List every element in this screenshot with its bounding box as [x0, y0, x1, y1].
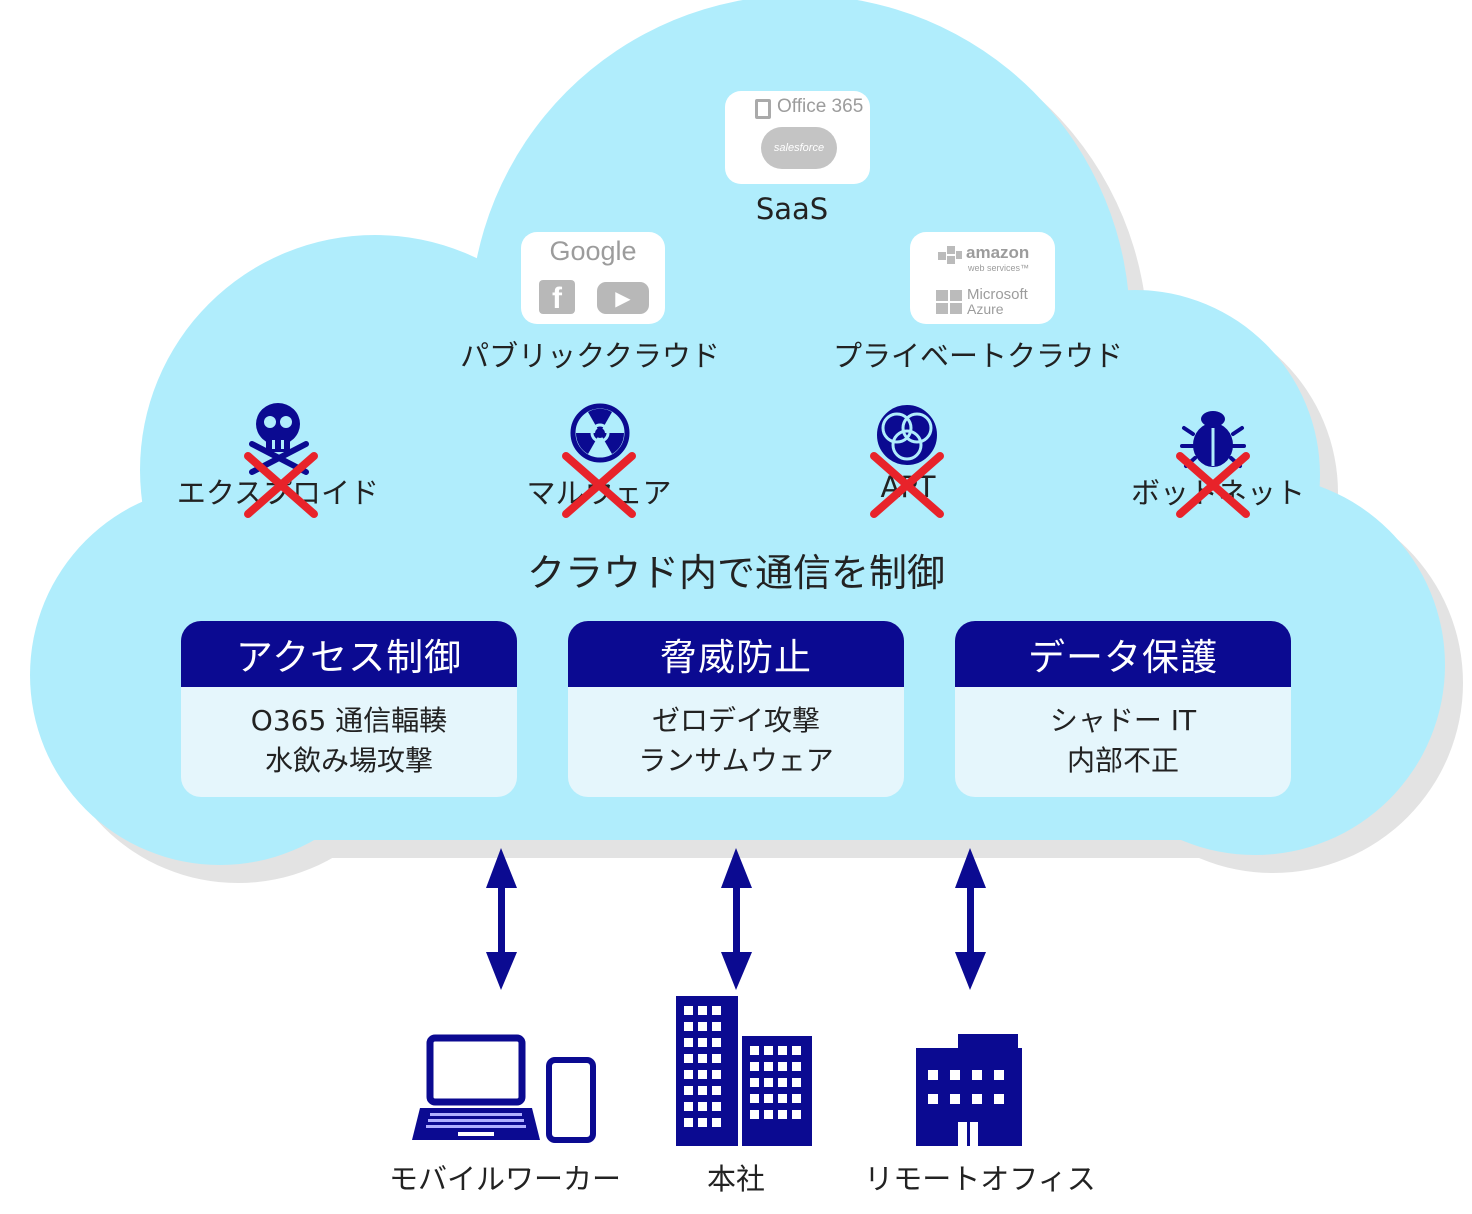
panel-threat-prevention: 脅威防止 ゼロデイ攻撃 ランサムウェア — [568, 621, 904, 797]
saas-logo-box: Office 365 salesforce — [725, 91, 870, 184]
aws-cubes-icon — [938, 246, 962, 268]
cloud-heading: クラウド内で通信を制御 — [526, 551, 945, 595]
endpoint-label-remote: リモートオフィス — [864, 1162, 1096, 1196]
panel-line: O365 通信輻輳 — [250, 704, 448, 737]
saas-label: SaaS — [755, 192, 829, 226]
microsoft-logo-text: Microsoft — [967, 286, 1028, 303]
panel-title: データ保護 — [955, 621, 1291, 687]
panel-line: 内部不正 — [1066, 744, 1179, 777]
facebook-icon: f — [539, 280, 575, 315]
panel-data-protection: データ保護 シャドー IT 内部不正 — [955, 621, 1291, 797]
panel-title: 脅威防止 — [568, 621, 904, 687]
web-services-logo-text: web services™ — [968, 263, 1030, 273]
panel-line: 水飲み場攻撃 — [264, 744, 433, 777]
public-cloud-logo-box: Google f ▶ — [521, 232, 665, 324]
azure-logo-text: Azure — [967, 301, 1004, 317]
panel-line: ゼロデイ攻撃 — [651, 704, 820, 737]
windows-icon — [936, 290, 962, 314]
private-cloud-logo-box: amazon web services™ Microsoft Azure — [910, 232, 1055, 324]
private-cloud-label: プライベートクラウド — [832, 339, 1123, 373]
panel-line: ランサムウェア — [638, 744, 834, 777]
google-logo-text: Google — [549, 236, 637, 266]
salesforce-logo-text: salesforce — [773, 142, 825, 154]
panel-title: アクセス制御 — [181, 621, 517, 687]
salesforce-cloud-icon — [761, 127, 837, 169]
threat-label-botnet: ボットネット — [1130, 476, 1306, 510]
threat-label-malware: マルウェア — [526, 476, 672, 510]
youtube-icon: ▶ — [597, 282, 649, 314]
threat-label-exploit: エクスプロイド — [176, 476, 380, 510]
endpoint-label-mobile: モバイルワーカー — [388, 1162, 621, 1196]
public-cloud-label: パブリッククラウド — [460, 339, 720, 373]
threat-label-apt: APT — [880, 470, 936, 504]
amazon-logo-text: amazon — [966, 243, 1030, 262]
endpoint-label-hq: 本社 — [706, 1162, 765, 1196]
office-icon — [755, 99, 771, 119]
panel-line: シャドー IT — [1049, 704, 1197, 737]
panel-access-control: アクセス制御 O365 通信輻輳 水飲み場攻撃 — [181, 621, 517, 797]
office365-logo-text: Office 365 — [777, 96, 864, 117]
